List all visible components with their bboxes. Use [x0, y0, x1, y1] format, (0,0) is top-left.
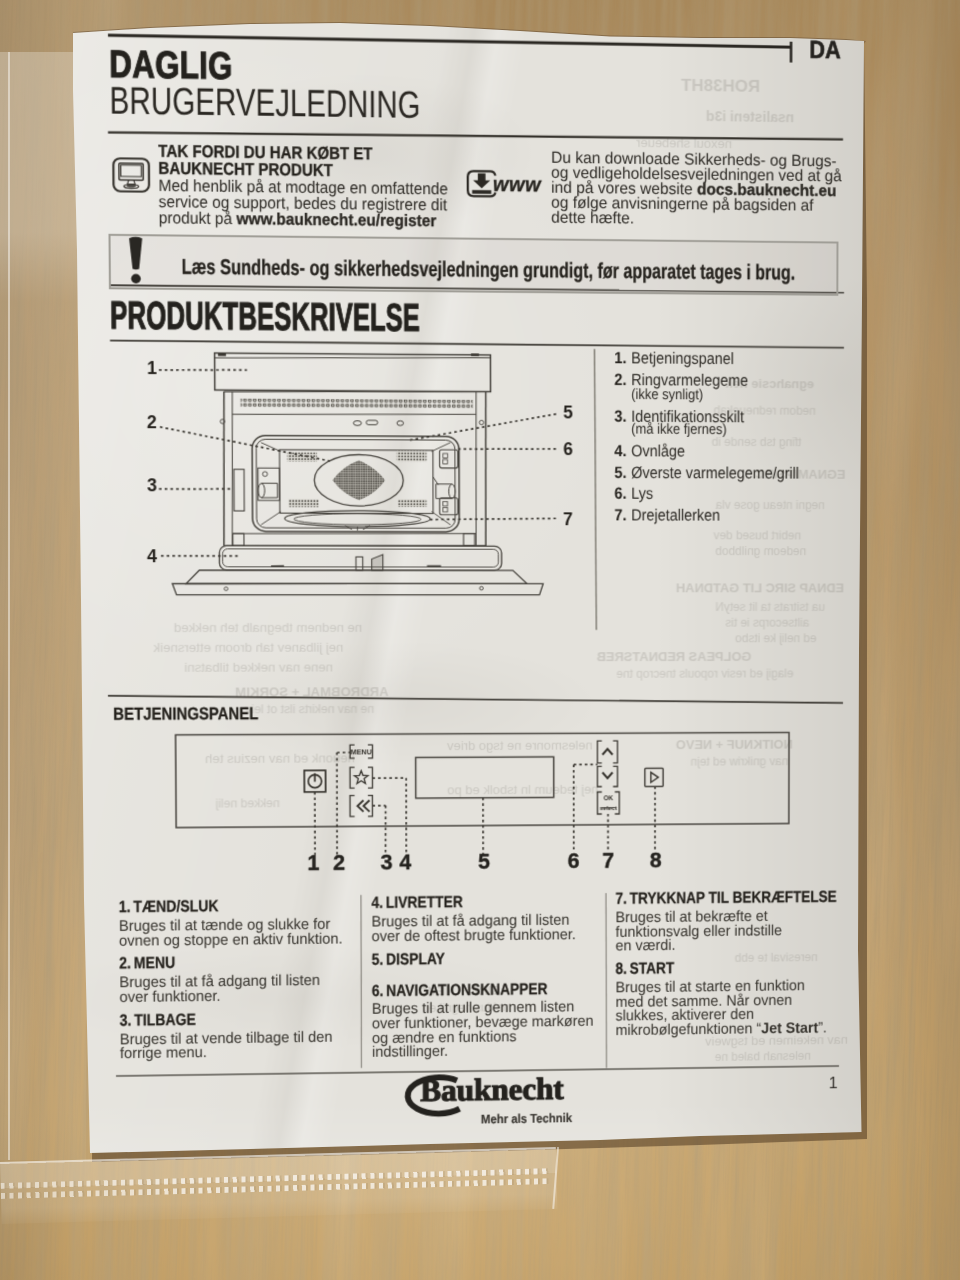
svg-text:MENU: MENU [351, 748, 372, 757]
svg-text:2: 2 [147, 412, 157, 432]
svg-text:select: select [600, 805, 618, 812]
svg-text:3: 3 [147, 476, 157, 496]
svg-text:6: 6 [563, 440, 573, 459]
svg-text:7: 7 [563, 510, 573, 529]
svg-text:1: 1 [147, 359, 157, 379]
svg-text:OK: OK [603, 796, 613, 803]
svg-text:5: 5 [563, 403, 573, 422]
svg-text:4: 4 [147, 547, 157, 566]
